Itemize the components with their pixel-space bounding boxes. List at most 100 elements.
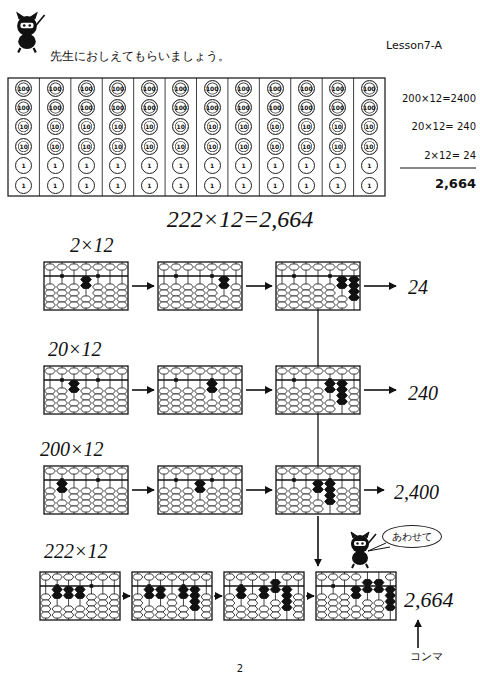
abacus-bead: [195, 394, 206, 400]
coin-value: 1: [116, 182, 120, 189]
abacus-beam: [132, 585, 212, 587]
coin-value: 10: [208, 123, 216, 130]
coin-value: 1: [367, 162, 371, 169]
unit-dot: [174, 274, 178, 278]
abacus-bead: [351, 606, 361, 612]
coin: 10: [78, 118, 95, 135]
abacus-bead: [159, 494, 170, 500]
abacus-bead: [81, 406, 92, 412]
abacus-bead: [339, 600, 349, 606]
result: 2,664: [404, 588, 454, 612]
abacus-bead: [207, 468, 218, 474]
abacus-frame: [276, 366, 360, 414]
abacus-bead: [277, 406, 288, 412]
abacus-bead: [277, 494, 288, 500]
coin: 100: [78, 99, 95, 116]
coin: 100: [235, 80, 252, 97]
unit-dot: [182, 584, 186, 588]
abacus-bead: [339, 606, 349, 612]
equation: 20×12= 240: [412, 121, 476, 132]
coin: 1: [47, 157, 64, 174]
abacus-bead: [159, 302, 170, 308]
abacus-bead: [57, 487, 68, 493]
abacus-bead: [277, 296, 288, 302]
column-divider: [290, 78, 291, 196]
abacus-bead: [219, 500, 230, 506]
coin: 100: [172, 99, 189, 116]
abacus-bead: [105, 488, 116, 494]
coin: 1: [298, 177, 315, 194]
abacus-bead: [178, 612, 188, 618]
abacus-bead: [167, 574, 177, 580]
coin-value: 100: [143, 104, 156, 111]
abacus-bead: [69, 488, 80, 494]
coin: 10: [109, 118, 126, 135]
coin-value: 1: [116, 162, 120, 169]
abacus-bead: [325, 302, 336, 308]
abacus-frame: [224, 572, 304, 620]
abacus-bead: [75, 606, 85, 612]
abacus-bead: [231, 388, 242, 394]
abacus-bead: [190, 599, 200, 605]
sum-line: [400, 168, 476, 169]
abacus-bead: [351, 587, 361, 593]
abacus-bead: [69, 400, 80, 406]
abacus-bead: [57, 506, 68, 512]
abacus-bead: [351, 593, 361, 599]
abacus-bead: [195, 368, 206, 374]
abacus-bead: [325, 400, 336, 406]
coin-value: 1: [273, 162, 277, 169]
column-divider: [322, 78, 323, 196]
coin: 10: [78, 138, 95, 155]
abacus-bead: [167, 594, 177, 600]
abacus-bead: [98, 594, 108, 600]
abacus: [158, 366, 242, 414]
result: 240: [408, 382, 438, 404]
problem-label: 222×12: [44, 540, 108, 562]
coin-value: 10: [302, 143, 310, 150]
abacus-bead: [231, 494, 242, 500]
abacus-bead: [81, 277, 92, 283]
abacus-bead: [337, 468, 348, 474]
abacus-bead: [86, 600, 96, 606]
coin: 10: [298, 118, 315, 135]
coin: 100: [15, 99, 32, 116]
coin-value: 10: [177, 143, 185, 150]
flow-arrow: [246, 285, 272, 287]
abacus-bead: [293, 612, 303, 618]
unit-dot: [292, 274, 296, 278]
abacus-bead: [69, 264, 80, 270]
coin-value: 100: [363, 85, 376, 92]
abacus-bead: [247, 574, 257, 580]
coin-value: 10: [365, 143, 373, 150]
abacus-bead: [195, 481, 206, 487]
abacus-bead: [301, 400, 312, 406]
abacus-bead: [93, 264, 104, 270]
abacus-bead: [52, 612, 62, 618]
abacus-bead: [69, 494, 80, 500]
coin: 100: [329, 99, 346, 116]
abacus-bead: [236, 593, 246, 599]
abacus-bead: [301, 500, 312, 506]
abacus-bead: [231, 394, 242, 400]
flow-arrow: [214, 595, 222, 597]
abacus-bead: [328, 612, 338, 618]
coin: 10: [109, 138, 126, 155]
coin-value: 10: [334, 143, 342, 150]
abacus-bead: [385, 574, 395, 580]
abacus-bead: [362, 606, 372, 612]
coin-value: 1: [242, 162, 246, 169]
abacus-bead: [93, 368, 104, 374]
coin: 1: [109, 157, 126, 174]
coin-value: 1: [273, 182, 277, 189]
abacus-bead: [301, 290, 312, 296]
abacus-bead: [105, 368, 116, 374]
abacus: [316, 572, 396, 620]
abacus-bead: [231, 368, 242, 374]
coin-value: 1: [84, 162, 88, 169]
abacus-bead: [289, 488, 300, 494]
abacus-bead: [207, 264, 218, 270]
abacus-bead: [93, 488, 104, 494]
abacus-bead: [349, 295, 360, 301]
abacus-bead: [63, 593, 73, 599]
